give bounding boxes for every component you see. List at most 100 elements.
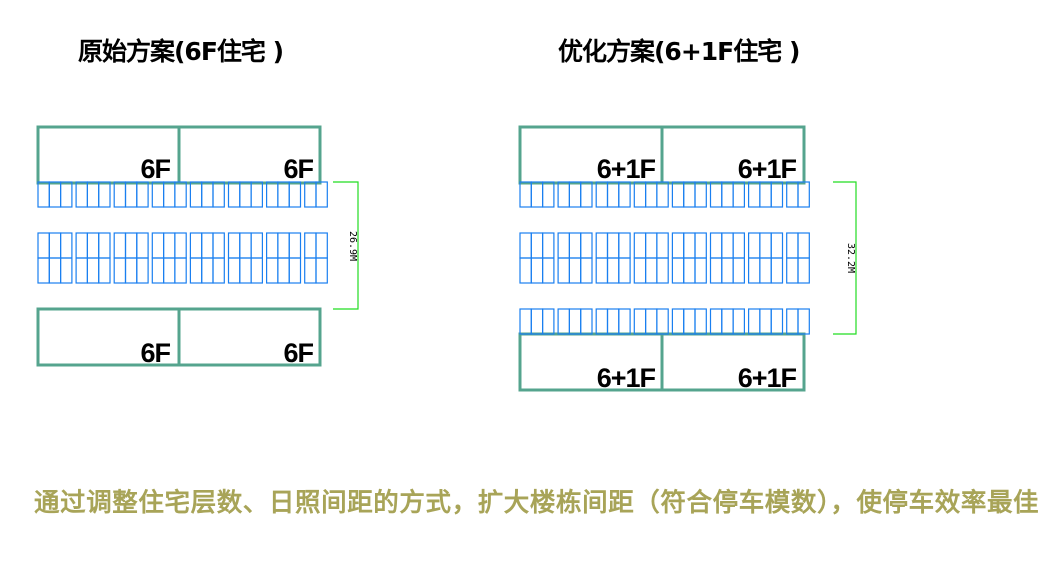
parking-stall xyxy=(227,181,241,208)
parking-stall xyxy=(266,181,279,208)
parking-stall xyxy=(288,232,302,259)
parking-stall xyxy=(709,232,723,259)
parking-stall xyxy=(694,308,707,335)
parking-stall xyxy=(124,181,138,208)
parking-stall xyxy=(48,232,62,259)
parking-stall xyxy=(151,181,165,208)
parking-stall xyxy=(683,181,696,208)
parking-stall xyxy=(606,232,620,259)
floor-label: 6+1F xyxy=(738,154,797,184)
parking-stall xyxy=(37,181,50,208)
floor-label: 6F xyxy=(140,154,170,184)
parking-stall xyxy=(530,257,544,284)
parking-stall xyxy=(568,308,582,335)
parking-stall xyxy=(606,257,620,284)
parking-stall xyxy=(786,257,799,284)
parking-stall xyxy=(721,232,734,259)
parking-stall xyxy=(671,257,685,284)
parking-stall xyxy=(618,308,631,335)
parking-stall xyxy=(568,232,582,259)
parking-stall xyxy=(732,257,745,284)
parking-stall xyxy=(189,181,203,208)
parking-stall xyxy=(759,308,772,335)
parking-stall xyxy=(732,181,745,208)
parking-stall xyxy=(530,308,544,335)
parking-stall xyxy=(98,257,111,284)
parking-stall xyxy=(595,232,609,259)
parking-stall xyxy=(75,257,88,284)
floor-label: 6+1F xyxy=(597,154,656,184)
parking-stall xyxy=(595,257,609,284)
parking-stall xyxy=(709,257,723,284)
parking-stall xyxy=(174,257,187,284)
left-plan: 6F 6F 6F 6F 26.9M xyxy=(36,125,359,368)
parking-stall xyxy=(721,257,734,284)
parking-stall xyxy=(151,232,165,259)
parking-stall xyxy=(557,181,570,208)
parking-stall xyxy=(694,232,707,259)
parking-stall xyxy=(618,181,631,208)
parking-stall xyxy=(770,181,784,208)
parking-stall xyxy=(163,257,176,284)
parking-stall xyxy=(163,232,176,259)
spacing-label: 32.2M xyxy=(845,243,856,273)
parking-stall xyxy=(797,232,810,259)
parking-stall xyxy=(519,181,532,208)
parking-stall xyxy=(568,257,582,284)
parking-stall xyxy=(239,181,252,208)
parking-stalls xyxy=(519,181,810,335)
parking-stall xyxy=(48,257,62,284)
parking-stall xyxy=(519,257,532,284)
parking-stall xyxy=(86,181,100,208)
floor-label: 6+1F xyxy=(597,363,656,393)
parking-stall xyxy=(250,181,264,208)
parking-stall xyxy=(644,257,658,284)
parking-stall xyxy=(174,181,187,208)
parking-stall xyxy=(618,257,631,284)
parking-stall xyxy=(557,232,570,259)
caption: 通过调整住宅层数、日照间距的方式，扩大楼栋间距（符合停车模数），使停车效率最佳 xyxy=(34,488,1039,518)
parking-stall xyxy=(266,232,279,259)
parking-stall xyxy=(288,257,302,284)
parking-stall xyxy=(288,181,302,208)
parking-stall xyxy=(113,257,127,284)
parking-stall xyxy=(304,181,317,208)
parking-stall xyxy=(580,257,593,284)
parking-stall xyxy=(124,257,138,284)
right-plan-title: 优化方案(6+1F住宅 ) xyxy=(558,37,800,66)
parking-stall xyxy=(163,181,176,208)
dimension-line xyxy=(833,181,857,335)
floor-label: 6F xyxy=(283,154,313,184)
parking-stall xyxy=(786,181,799,208)
parking-stall xyxy=(227,257,241,284)
parking-stall xyxy=(671,232,685,259)
floor-label: 6F xyxy=(283,338,313,368)
parking-stall xyxy=(633,257,647,284)
parking-stall xyxy=(656,257,669,284)
parking-stall xyxy=(683,232,696,259)
parking-stall xyxy=(201,181,214,208)
parking-stall xyxy=(113,232,127,259)
spacing-label: 26.9M xyxy=(347,231,358,261)
parking-stall xyxy=(86,232,100,259)
parking-stall xyxy=(656,181,669,208)
dimension-line xyxy=(333,181,359,310)
parking-stall xyxy=(541,257,555,284)
parking-stall xyxy=(151,257,165,284)
parking-stall xyxy=(541,308,555,335)
parking-stall xyxy=(304,232,317,259)
building-block xyxy=(177,307,322,367)
parking-stall xyxy=(48,181,62,208)
parking-stall xyxy=(189,232,203,259)
parking-stall xyxy=(721,181,734,208)
parking-stall xyxy=(759,181,772,208)
parking-stall xyxy=(595,181,609,208)
parking-stall xyxy=(606,181,620,208)
parking-stall xyxy=(732,232,745,259)
parking-stall xyxy=(124,232,138,259)
parking-stall xyxy=(250,257,264,284)
parking-stalls xyxy=(37,181,328,284)
parking-stall xyxy=(644,181,658,208)
right-plan: 6+1F 6+1F 6+1F 6+1F 32.2M xyxy=(518,125,857,393)
